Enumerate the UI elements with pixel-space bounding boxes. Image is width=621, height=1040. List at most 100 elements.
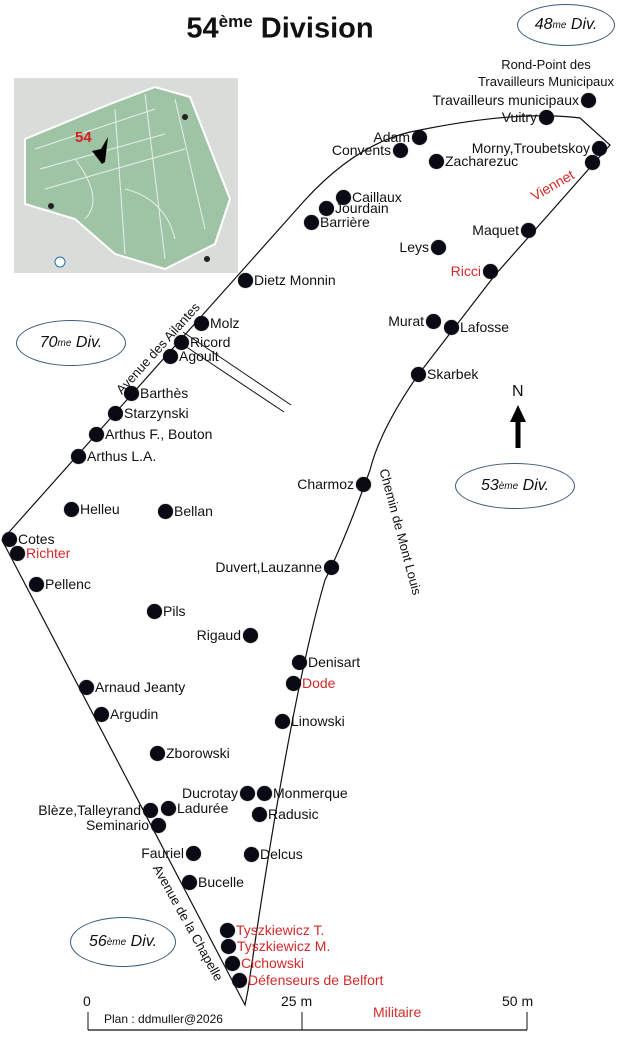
grave-marker[interactable] [78,679,94,695]
grave-label: Bucelle [198,874,244,890]
grave-label: Richter [26,545,71,561]
grave-label: Seminario [85,817,149,833]
grave-marker[interactable] [193,315,209,331]
grave-label: Convents [331,142,391,158]
grave-marker[interactable] [237,272,253,288]
grave-marker[interactable] [88,426,104,442]
grave-label: Tyszkiewicz T. [236,922,325,938]
grave-label: Vuitry [501,109,537,125]
grave-label: Duvert,Lauzanne [215,559,322,575]
grave-label: Morny,Troubetskoy [471,140,590,156]
grave-label: Blèze,Talleyrand [38,802,141,818]
grave-label: Dietz Monnin [254,272,336,288]
grave-marker[interactable] [142,802,158,818]
grave-marker[interactable] [303,214,319,230]
militaire-label: Militaire [373,1004,422,1020]
grave-marker[interactable] [146,603,162,619]
grave-label: Défenseurs de Belfort [248,972,384,988]
grave-marker[interactable] [157,503,173,519]
grave-marker[interactable] [355,476,371,492]
grave-label: Bellan [174,503,213,519]
grave-marker[interactable] [443,319,459,335]
grave-marker[interactable] [256,785,272,801]
grave-marker[interactable] [149,745,165,761]
grave-marker[interactable] [538,109,554,125]
grave-label: Adam [373,129,410,145]
grave-marker[interactable] [185,845,201,861]
grave-marker[interactable] [580,92,596,108]
grave-marker[interactable] [242,627,258,643]
grave-marker[interactable] [411,129,427,145]
grave-marker[interactable] [160,800,176,816]
grave-marker[interactable] [231,972,247,988]
plan-credit: Plan : ddmuller@2026 [104,1012,223,1026]
grave-label: Leys [399,239,429,255]
grave-marker[interactable] [181,874,197,890]
grave-label: Cotes [18,531,55,547]
grave-label: Barrière [320,214,370,230]
grave-marker[interactable] [162,348,178,364]
north-label: N [512,383,524,400]
grave-label: Agoult [179,348,219,364]
grave-label: Jourdain [335,200,389,216]
grave-label: Arthus L.A. [87,448,157,464]
grave-marker[interactable] [219,922,235,938]
grave-label: Zborowski [166,745,230,761]
grave-marker[interactable] [520,222,536,238]
grave-marker[interactable] [70,448,86,464]
grave-marker[interactable] [291,654,307,670]
scale-zero: 0 [83,993,91,1009]
grave-label: Barthès [140,385,189,401]
grave-label: Linowski [291,713,345,729]
grave-marker[interactable] [93,706,109,722]
grave-marker[interactable] [224,955,240,971]
grave-label: Ricci [450,263,481,279]
grave-marker[interactable] [63,501,79,517]
grave-marker[interactable] [123,385,139,401]
grave-marker[interactable] [274,713,290,729]
scale-50m: 50 m [502,993,534,1009]
grave-marker[interactable] [243,846,259,862]
grave-label: Charmoz [297,476,354,492]
grave-marker[interactable] [251,806,267,822]
grave-label: Maquet [472,222,519,238]
grave-marker[interactable] [9,545,25,561]
scale-25m: 25 m [281,993,313,1009]
grave-label: Starzynski [124,405,189,421]
grave-marker[interactable] [220,938,236,954]
grave-label: Tyszkiewicz M. [237,938,331,954]
grave-label: Arnaud Jeanty [95,679,186,695]
grave-marker[interactable] [430,239,446,255]
grave-label: Arthus F., Bouton [105,426,213,442]
grave-marker[interactable] [425,313,441,329]
grave-label: Radusic [268,806,319,822]
grave-marker[interactable] [239,785,255,801]
grave-marker[interactable] [410,366,426,382]
grave-marker[interactable] [584,154,600,170]
grave-marker[interactable] [428,153,444,169]
grave-marker[interactable] [591,140,607,156]
grave-marker[interactable] [285,675,301,691]
grave-marker[interactable] [107,405,123,421]
grave-label: Pils [163,603,186,619]
grave-label: Cichowski [241,955,305,971]
grave-label: Murat [388,313,424,329]
grave-marker[interactable] [482,263,498,279]
grave-label: Argudin [110,706,159,722]
grave-label: Delcus [260,846,303,862]
grave-marker[interactable] [28,576,44,592]
grave-marker[interactable] [1,531,17,547]
grave-marker[interactable] [335,189,351,205]
grave-marker[interactable] [150,817,166,833]
grave-label: Molz [210,315,240,331]
inset-division-number: 54 [75,129,92,146]
grave-marker[interactable] [323,559,339,575]
grave-marker[interactable] [173,334,189,350]
cemetery-map-image [15,79,237,272]
grave-marker[interactable] [392,142,408,158]
grave-marker[interactable] [318,200,334,216]
grave-label: Monmerque [273,785,348,801]
